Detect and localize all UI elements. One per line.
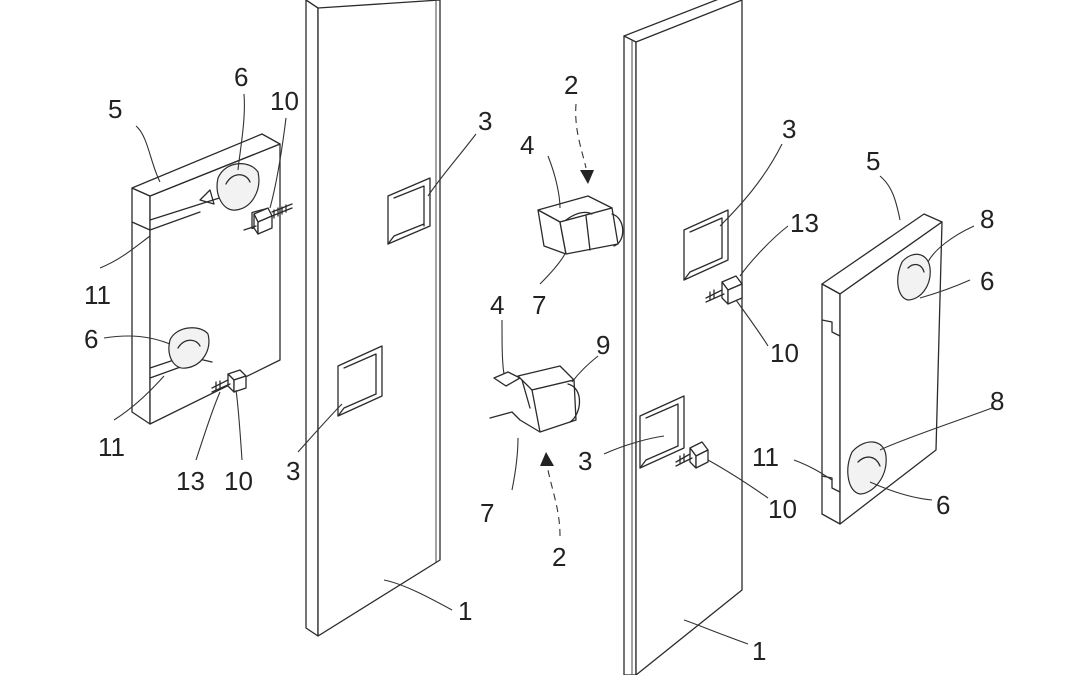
- label-3-left-top: 3: [478, 106, 492, 136]
- right-glass-panel: [623, 0, 743, 675]
- label-3-right-bottom: 3: [578, 446, 592, 476]
- left-glass-panel: [305, 0, 441, 637]
- right-lower-screw: [675, 441, 709, 469]
- label-11-left-top: 11: [84, 280, 111, 310]
- bottom-left-screw: [211, 369, 247, 393]
- upper-direction-arrow: [575, 103, 594, 184]
- label-6-right-bottom: 6: [936, 490, 950, 520]
- left-panel-window-top: [387, 177, 431, 245]
- label-7-top: 7: [532, 290, 546, 320]
- right-clamp-plate: [821, 213, 943, 525]
- label-2-bottom: 2: [552, 542, 566, 572]
- label-6-right-top: 6: [980, 266, 994, 296]
- label-11-right: 11: [752, 442, 779, 472]
- lower-direction-arrow: [540, 452, 561, 537]
- label-10-right-top: 10: [770, 338, 799, 368]
- label-5-left: 5: [108, 94, 122, 124]
- label-13-left: 13: [176, 466, 205, 496]
- right-panel-window-top: [683, 209, 729, 281]
- top-left-screw: [243, 203, 293, 235]
- lower-clamp-block: [489, 365, 581, 433]
- label-6-left-bottom: 6: [84, 324, 98, 354]
- label-6-left-top: 6: [234, 62, 248, 92]
- label-10-left-bottom: 10: [224, 466, 253, 496]
- label-4-bottom: 4: [490, 290, 504, 320]
- reference-labels: 5 6 10 11 6 11 13 10 3 3 1 2 4 7 4 9 7 2…: [84, 62, 1004, 666]
- label-10-right-bottom: 10: [768, 494, 797, 524]
- label-8-top: 8: [980, 204, 994, 234]
- label-3-left-bottom: 3: [286, 456, 300, 486]
- label-5-right: 5: [866, 146, 880, 176]
- label-7-bottom: 7: [480, 498, 494, 528]
- upper-clamp-block: [537, 195, 624, 255]
- label-4-top: 4: [520, 130, 534, 160]
- left-clamp-plate: [131, 133, 293, 425]
- label-13-right: 13: [790, 208, 819, 238]
- label-1-left: 1: [458, 596, 472, 626]
- label-8-bottom: 8: [990, 386, 1004, 416]
- label-2-top: 2: [564, 70, 578, 100]
- right-upper-screw: [705, 275, 743, 305]
- leader-lines: [99, 93, 993, 645]
- label-11-left-bottom: 11: [98, 432, 125, 462]
- left-panel-window-bottom: [337, 345, 383, 417]
- label-1-right: 1: [752, 636, 766, 666]
- right-panel-window-bottom: [639, 395, 685, 469]
- label-3-right-top: 3: [782, 114, 796, 144]
- label-9: 9: [596, 330, 610, 360]
- label-10-left-top: 10: [270, 86, 299, 116]
